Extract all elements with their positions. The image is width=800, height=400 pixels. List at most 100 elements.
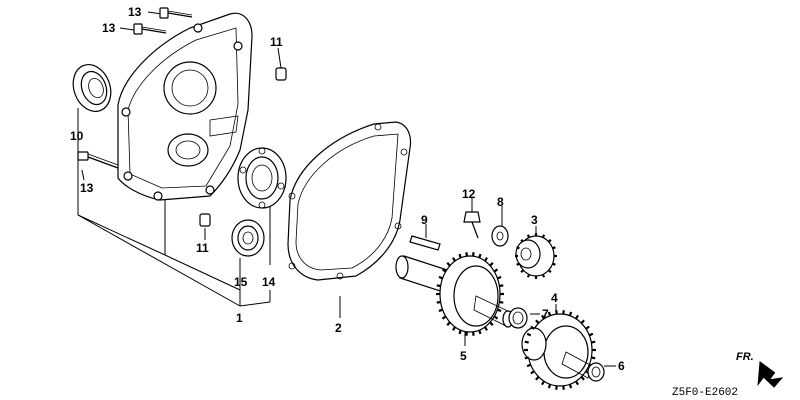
gear-tooth (530, 370, 535, 375)
gear-tooth (452, 257, 456, 262)
gear-tooth (541, 314, 545, 320)
callout-labels: 13 13 11 10 13 11 15 14 1 2 9 12 8 3 7 5… (70, 5, 625, 373)
callout-10: 10 (70, 129, 84, 143)
gear-tooth (585, 325, 590, 330)
dowel-pin-lower (199, 213, 211, 227)
gear-tooth (489, 321, 494, 326)
front-direction-arrow: FR. (736, 351, 784, 388)
gasket (287, 121, 412, 281)
callout-13-top-1: 13 (128, 5, 142, 19)
gear-tooth (547, 383, 552, 389)
gear-tooth (535, 376, 540, 381)
gear-tooth (496, 308, 502, 313)
gear-tooth (489, 262, 494, 267)
gear-tooth (438, 275, 444, 280)
gear-tooth (524, 356, 529, 360)
gear-tooth (547, 269, 552, 274)
callout-14: 14 (262, 275, 276, 289)
circlip-7 (508, 307, 528, 329)
pinion-gear (515, 233, 557, 279)
washer (491, 225, 509, 247)
gear-tooth (458, 329, 462, 335)
gear-tooth (484, 326, 488, 331)
bolt-top-1 (159, 7, 193, 19)
gear-tooth (493, 315, 499, 320)
dowel-pin-top (275, 67, 287, 81)
gear-tooth (496, 275, 502, 280)
bolt-lower (77, 151, 119, 169)
gear-tooth (526, 332, 532, 337)
bolt-top-2 (133, 23, 167, 35)
gear-tooth (438, 308, 444, 313)
gear-tooth (499, 284, 504, 288)
counter-gear (521, 310, 596, 390)
gear-tooth (484, 257, 488, 262)
gear-teeth-5 (436, 252, 504, 336)
callout-7: 7 (542, 307, 549, 321)
callout-5: 5 (460, 349, 467, 363)
gear-tooth (446, 262, 451, 267)
gear-tooth (441, 268, 447, 273)
gear-tooth (524, 340, 529, 344)
gear-tooth (493, 268, 499, 273)
callout-9: 9 (421, 213, 428, 227)
gear-tooth (526, 234, 531, 238)
gear-tooth (535, 319, 540, 324)
gear-tooth (516, 246, 520, 250)
callout-12: 12 (462, 187, 476, 201)
gear-tooth (530, 325, 535, 330)
flange-bolt (463, 211, 481, 239)
gear-tooth (541, 380, 545, 386)
shaft-gear (395, 252, 514, 336)
gear-tooth (547, 311, 552, 317)
gear-tooth (552, 246, 556, 250)
gear-teeth-3 (515, 233, 557, 279)
gear-tooth (452, 326, 456, 331)
gear-tooth (446, 321, 451, 326)
gear-tooth (547, 238, 552, 243)
gear-tooth (520, 238, 525, 243)
shaft-key (409, 235, 441, 251)
callout-13-top-2: 13 (102, 21, 116, 35)
gear-tooth (436, 284, 441, 288)
gear-tooth (499, 300, 504, 304)
gear-tooth (526, 274, 531, 278)
gear-tooth (478, 253, 482, 259)
callout-1: 1 (236, 311, 243, 325)
gear-tooth (520, 269, 525, 274)
gear-tooth (516, 262, 520, 266)
callout-13-lower: 13 (80, 181, 94, 195)
gear-tooth (458, 253, 462, 259)
gear-tooth (591, 340, 596, 344)
gear-tooth (591, 356, 596, 360)
gear-tooth (568, 311, 573, 317)
gear-tooth (580, 319, 585, 324)
gear-tooth (541, 274, 546, 278)
gear-tooth (568, 383, 573, 389)
callout-3: 3 (531, 213, 538, 227)
gear-tooth (526, 363, 532, 368)
circlip-6 (587, 362, 605, 382)
gear-tooth (575, 380, 579, 386)
gear-tooth (541, 234, 546, 238)
gear-tooth (441, 315, 447, 320)
callout-15: 15 (234, 275, 248, 289)
gear-tooth (552, 262, 556, 266)
gear-tooth (436, 300, 441, 304)
direction-label: FR. (736, 351, 754, 363)
ball-bearing-small (231, 219, 265, 257)
gear-tooth (588, 332, 594, 337)
gear-tooth (478, 329, 482, 335)
oil-seal (72, 64, 112, 112)
ball-bearing-large (237, 147, 287, 209)
case-cover (117, 12, 253, 201)
callout-11-lower: 11 (196, 241, 209, 255)
drawing-code: Z5F0-E2602 (672, 387, 738, 399)
gear-tooth (575, 314, 579, 320)
callout-6: 6 (618, 359, 625, 373)
callout-4: 4 (551, 291, 558, 305)
gear-tooth (580, 376, 585, 381)
callout-8: 8 (497, 195, 504, 209)
